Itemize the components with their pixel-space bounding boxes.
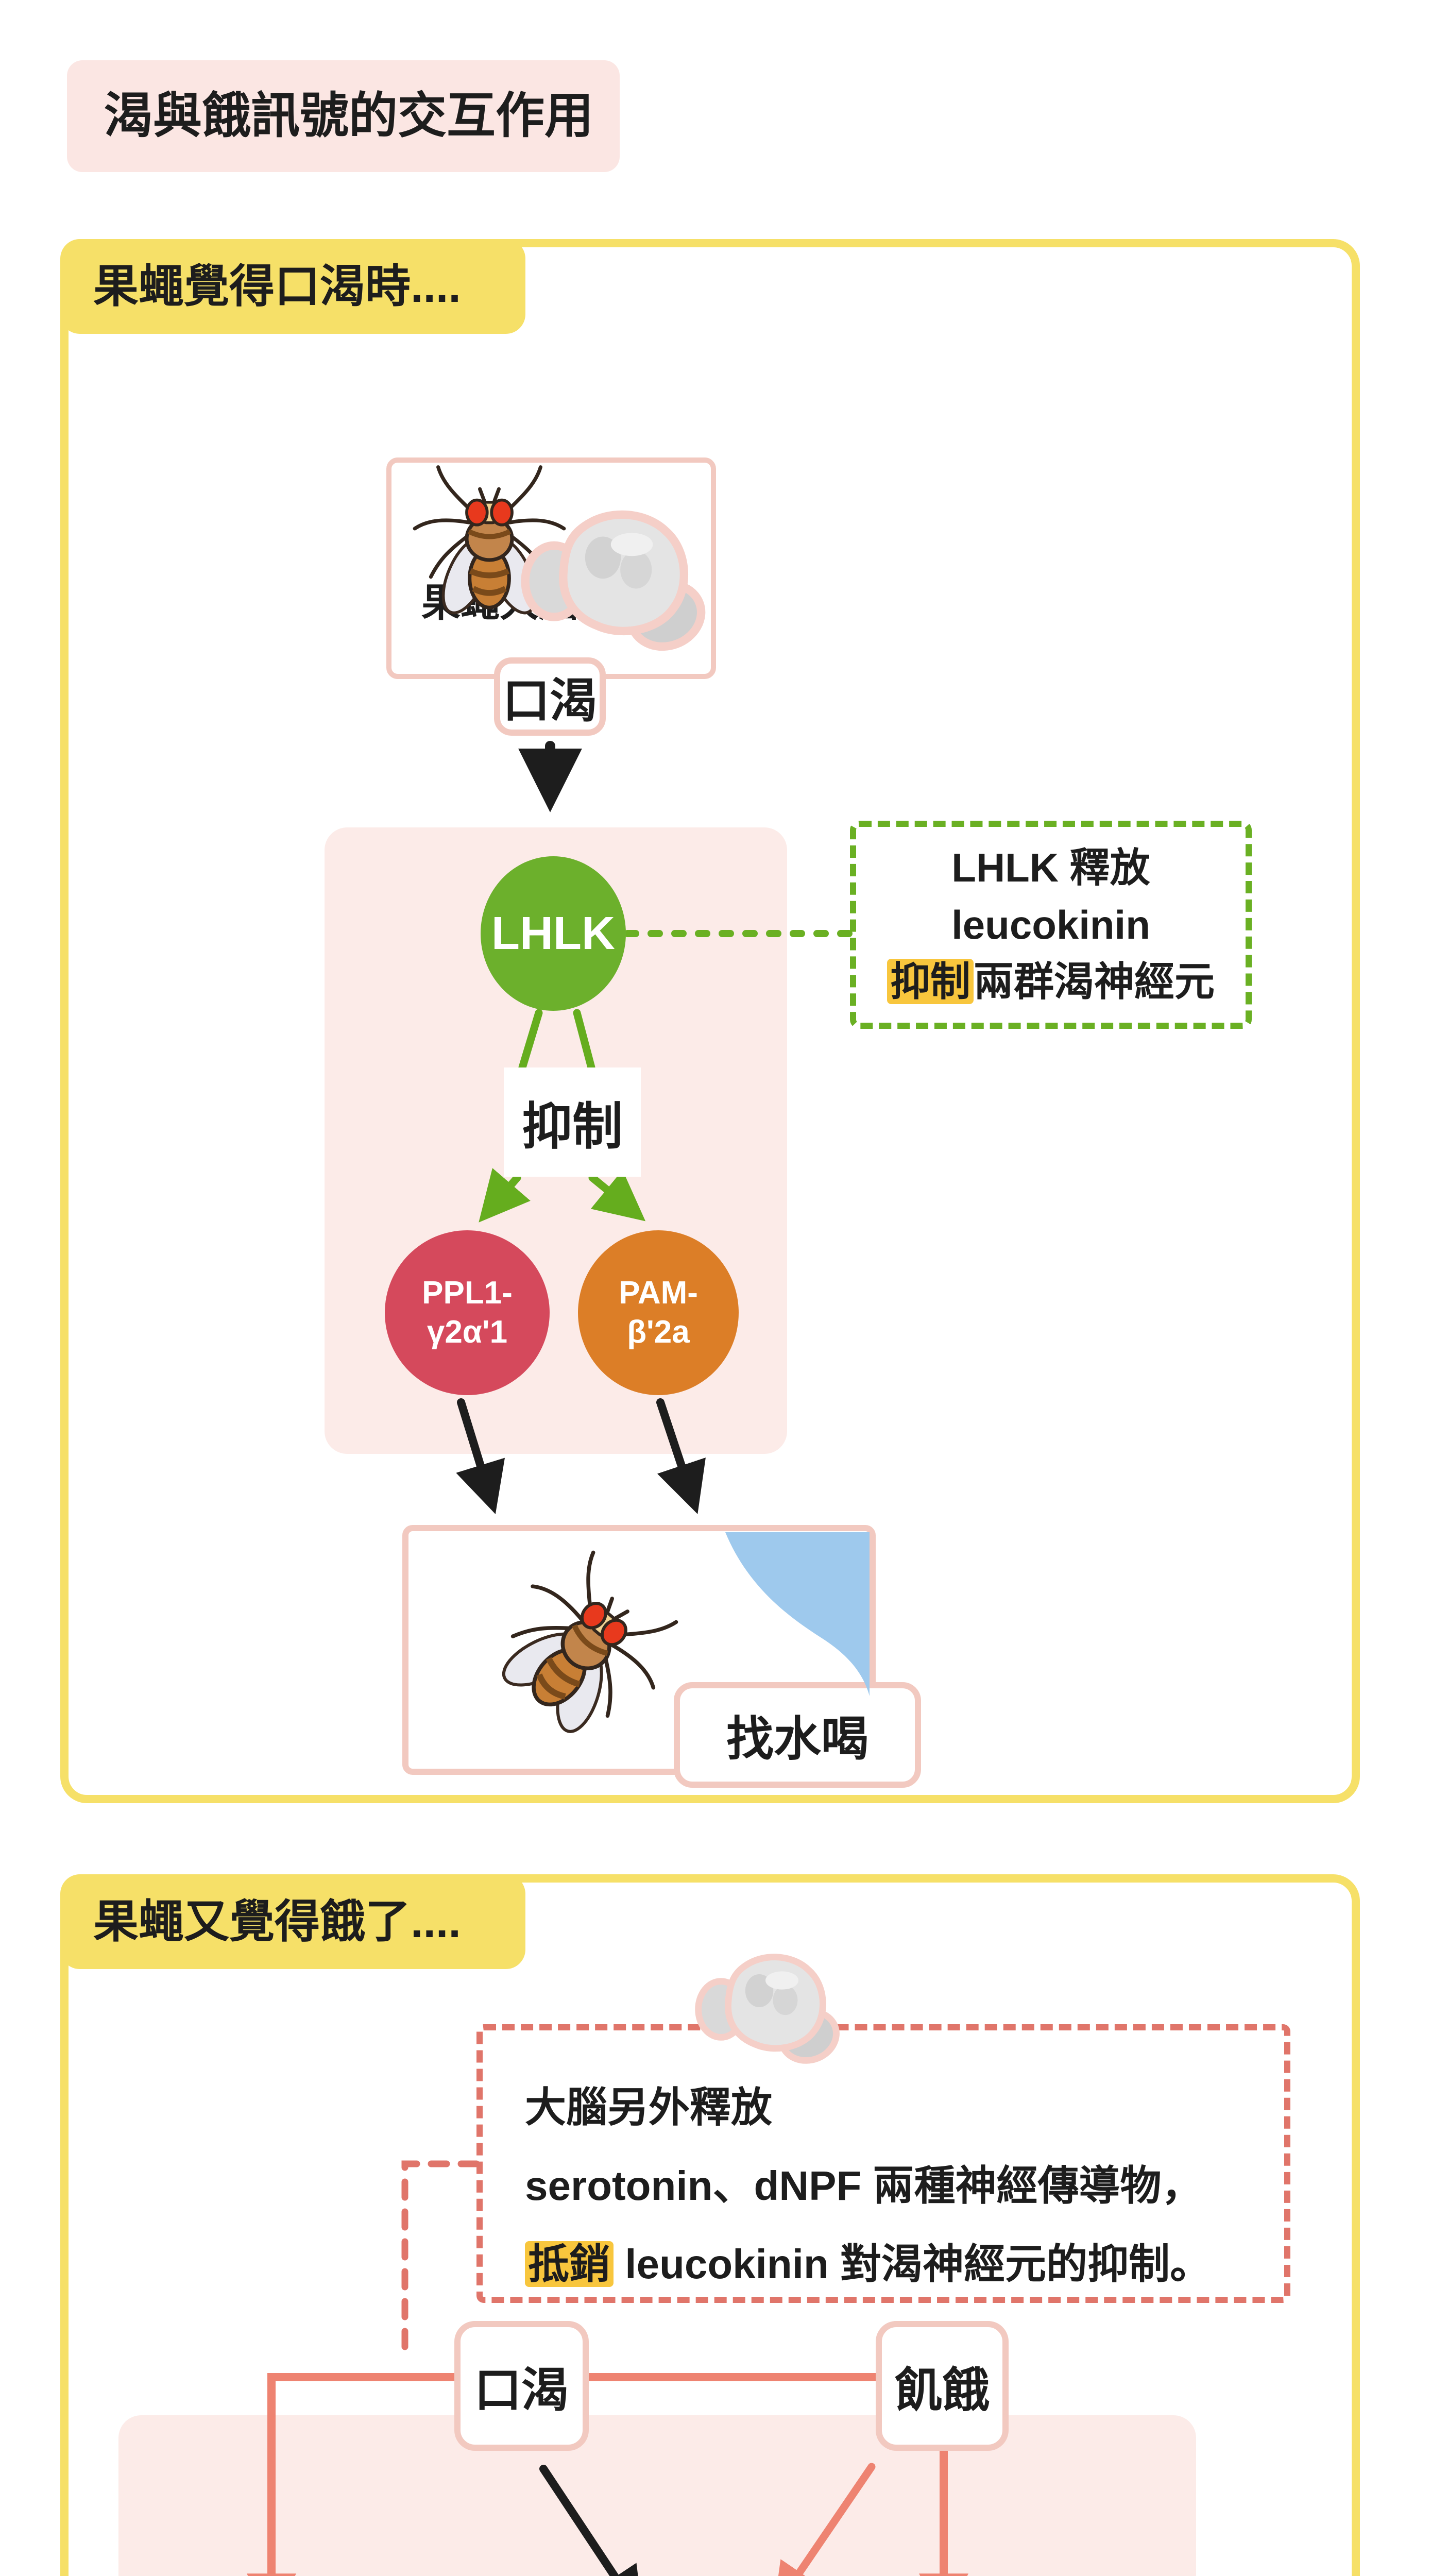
panel2-header-tab: 果蠅又覺得餓了.... <box>60 1874 525 1969</box>
note-line: serotonin、dNPF 兩種神經傳導物， <box>525 2163 1203 2209</box>
fly-brain-caption: 果蠅大腦 <box>421 581 578 625</box>
fly-brain-box <box>386 457 716 679</box>
pam-b2a-circle-p1: PAM-β'2a <box>578 1230 739 1395</box>
panel1-lhlk-note: LHLK 釋放 leucokinin 抑制兩群渴神經元 <box>850 821 1252 1029</box>
panel1-header-tab: 果蠅覺得口渴時.... <box>60 239 525 334</box>
thirst-label-p1: 口渴 <box>494 657 606 736</box>
thirst-label-p2: 口渴 <box>454 2321 589 2451</box>
note-line: 抵銷 leucokinin 對渴神經元的抑制。 <box>525 2225 1269 2303</box>
find-water-label: 找水喝 <box>674 1682 921 1788</box>
page-title: 渴與餓訊號的交互作用 <box>67 60 620 172</box>
ppl1-circle-p1: PPL1-γ2α'1 <box>385 1230 550 1395</box>
note-line: leucokinin <box>951 902 1150 947</box>
note-line: 大腦另外釋放 <box>525 2084 772 2130</box>
note-line: LHLK 釋放 <box>951 844 1150 890</box>
panel2-brain-note: 大腦另外釋放 serotonin、dNPF 兩種神經傳導物， 抵銷 leucok… <box>476 2024 1290 2303</box>
hunger-label: 飢餓 <box>876 2321 1009 2451</box>
inhibit-label: 抑制 <box>504 1067 641 1177</box>
note-line: 抑制兩群渴神經元 <box>887 953 1215 1010</box>
panel2-pink-box <box>118 2415 1196 2576</box>
lhlk-circle-p1: LHLK <box>481 856 626 1011</box>
